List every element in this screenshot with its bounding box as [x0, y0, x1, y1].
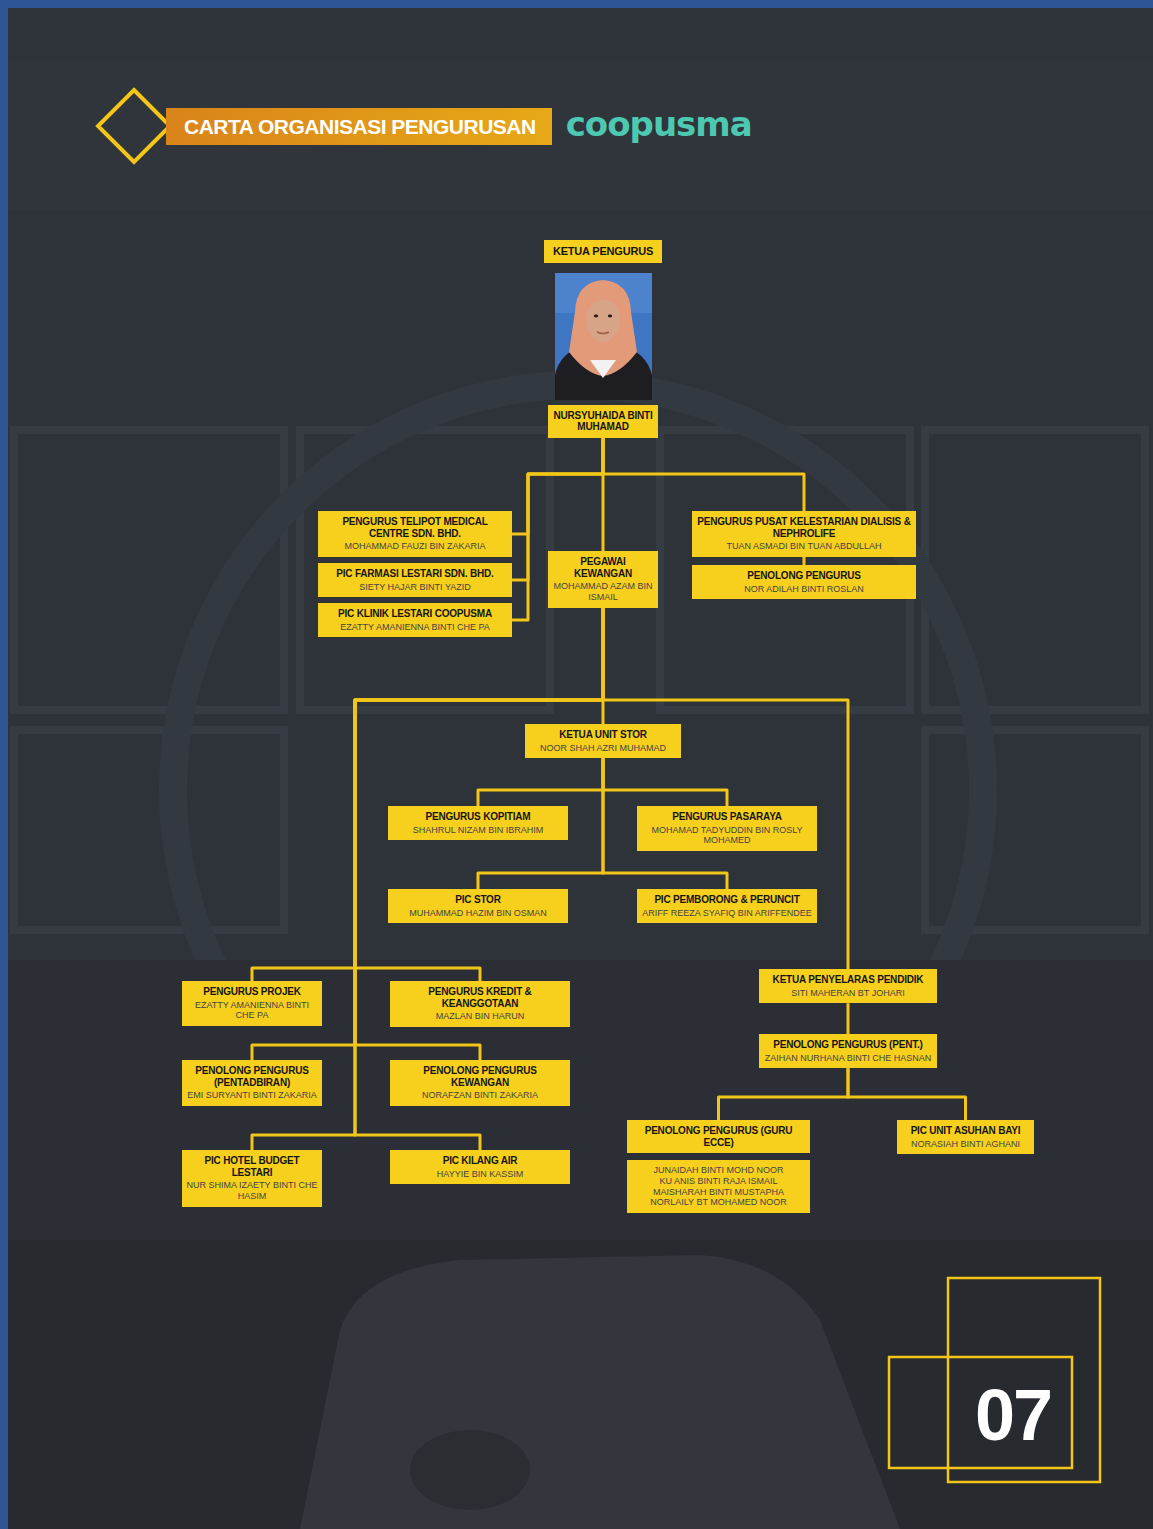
role-group-node: PENOLONG PENGURUS (GURU ECCE) JUNAIDAH BI…: [627, 1120, 810, 1213]
role-title: KETUA PENGURUS: [548, 245, 658, 258]
logo-text: coopusma: [566, 104, 752, 145]
org-connector: [252, 608, 603, 981]
person-name: EZATTY AMANIENNA BINTI CHE PA: [322, 622, 508, 633]
person-name: EMI SURYANTI BINTI ZAKARIA: [186, 1090, 318, 1101]
role-box: PENOLONG PENGURUS KEWANGAN NORAFZAN BINTI…: [390, 1060, 570, 1106]
person-name: ZAIHAN NURHANA BINTI CHE HASNAN: [763, 1053, 933, 1064]
org-connector: [355, 608, 603, 981]
role-box: PIC STOR MUHAMMAD HAZIM BIN OSMAN: [388, 889, 568, 923]
person-name: MAZLAN BIN HARUN: [394, 1011, 566, 1022]
role-title: PIC FARMASI LESTARI SDN. BHD.: [322, 568, 508, 580]
person-name: MOHAMMAD FAUZI BIN ZAKARIA: [322, 541, 508, 552]
role-box: PENGURUS PUSAT KELESTARIAN DIALISIS & NE…: [692, 511, 916, 557]
role-title: PENGURUS PASARAYA: [641, 811, 813, 823]
role-box: PIC KLINIK LESTARI COOPUSMA EZATTY AMANIE…: [318, 603, 512, 637]
role-box: PENGURUS KREDIT & KEANGGOTAAN MAZLAN BIN …: [390, 981, 570, 1027]
page-number-frame: [889, 1278, 1100, 1482]
role-title: PENGURUS PROJEK: [186, 986, 318, 998]
person-name: NUR SHIMA IZAETY BINTI CHE HASIM: [186, 1180, 318, 1202]
role-box: PENGURUS PROJEK EZATTY AMANIENNA BINTI CH…: [182, 981, 322, 1026]
role-title: PIC KILANG AIR: [394, 1155, 566, 1167]
role-title: PENOLONG PENGURUS (GURU ECCE): [631, 1125, 806, 1148]
role-title: PIC UNIT ASUHAN BAYI: [901, 1125, 1030, 1137]
role-box: KETUA UNIT STOR NOOR SHAH AZRI MUHAMAD: [525, 724, 681, 758]
role-box: PIC HOTEL BUDGET LESTARINUR SHIMA IZAETY…: [182, 1150, 322, 1207]
role-title: PIC KLINIK LESTARI COOPUSMA: [322, 608, 508, 620]
role-title: PENOLONG PENGURUS: [696, 570, 912, 582]
title-tab: KETUA PENGURUS: [544, 240, 662, 263]
person-name: NURSYUHAIDA BINTI MUHAMAD: [552, 410, 654, 433]
org-connector: [512, 438, 603, 534]
page-number: 07: [975, 1372, 1051, 1458]
title-band: CARTA ORGANISASI PENGURUSAN: [166, 108, 552, 145]
org-connector: [603, 608, 848, 969]
person-name: SHAHRUL NIZAM BIN IBRAHIM: [392, 825, 564, 836]
role-title: KETUA UNIT STOR: [529, 729, 677, 741]
org-connector: [848, 1068, 966, 1120]
role-title: PENGURUS KREDIT & KEANGGOTAAN: [394, 986, 566, 1009]
role-title: PENOLONG PENGURUS KEWANGAN: [394, 1065, 566, 1088]
person-name: NOOR SHAH AZRI MUHAMAD: [529, 743, 677, 754]
role-title: PEGAWAI KEWANGAN: [552, 556, 654, 579]
person-name: KU ANIS BINTI RAJA ISMAIL: [631, 1176, 806, 1187]
role-title: PIC STOR: [392, 894, 564, 906]
role-title: PENGURUS PUSAT KELESTARIAN DIALISIS & NE…: [696, 516, 912, 539]
org-connector: [355, 608, 603, 1150]
chart-title: CARTA ORGANISASI PENGURUSAN: [184, 116, 536, 137]
org-connector: [803, 557, 806, 565]
person-name: SITI MAHERAN BT JOHARI: [763, 988, 933, 999]
org-connector: [355, 608, 603, 1060]
role-box: PENOLONG PENGURUS (PENT.) ZAIHAN NURHANA …: [759, 1034, 937, 1068]
person-name: JUNAIDAH BINTI MOHD NOOR: [631, 1165, 806, 1176]
role-box: PEGAWAI KEWANGANMOHAMMAD AZAM BIN ISMAIL: [548, 551, 658, 608]
person-name: MOHAMAD TADYUDDIN BIN ROSLY MOHAMED: [641, 825, 813, 847]
person-name: NORLAILY BT MOHAMED NOOR: [631, 1197, 806, 1208]
chairperson-node: KETUA PENGURUS NURSYUHAIDA BINTI MUHAMAD: [544, 240, 662, 438]
portrait-photo: [555, 273, 652, 400]
role-title: KETUA PENYELARAS PENDIDIK: [763, 974, 933, 986]
role-title: PIC HOTEL BUDGET LESTARI: [186, 1155, 318, 1178]
role-box: PENOLONG PENGURUS (PENTADBIRAN) EMI SURYA…: [182, 1060, 322, 1106]
role-heading-box: PENOLONG PENGURUS (GURU ECCE): [627, 1120, 810, 1153]
role-title: PENOLONG PENGURUS (PENTADBIRAN): [186, 1065, 318, 1088]
role-title: PENOLONG PENGURUS (PENT.): [763, 1039, 933, 1051]
role-title: PENGURUS TELIPOT MEDICAL CENTRE SDN. BHD…: [322, 516, 508, 539]
role-box: PENOLONG PENGURUS NOR ADILAH BINTI ROSLAN: [692, 565, 916, 599]
role-box: PENGURUS PASARAYA MOHAMAD TADYUDDIN BIN R…: [637, 806, 817, 851]
role-title: PENGURUS KOPITIAM: [392, 811, 564, 823]
role-box: KETUA PENYELARAS PENDIDIK SITI MAHERAN BT…: [759, 969, 937, 1003]
org-connector: [603, 438, 804, 511]
person-name: TUAN ASMADI BIN TUAN ABDULLAH: [696, 541, 912, 552]
person-name: SIETY HAJAR BINTI YAZID: [322, 582, 508, 593]
role-title: PIC PEMBORONG & PERUNCIT: [641, 894, 813, 906]
role-box: PENGURUS TELIPOT MEDICAL CENTRE SDN. BHD…: [318, 511, 512, 557]
org-connector: [478, 758, 603, 806]
person-name: NOR ADILAH BINTI ROSLAN: [696, 584, 912, 595]
org-connector: [847, 1003, 850, 1034]
title-diamond: [98, 90, 170, 162]
org-connector: [603, 758, 727, 806]
person-name: NORAFZAN BINTI ZAKARIA: [394, 1090, 566, 1101]
role-box: PIC PEMBORONG & PERUNCIT ARIFF REEZA SYAF…: [637, 889, 817, 923]
person-name: ARIFF REEZA SYAFIQ BIN ARIFFENDEE: [641, 908, 813, 919]
role-box: PIC FARMASI LESTARI SDN. BHD. SIETY HAJAR…: [318, 563, 512, 597]
org-connector: [719, 1068, 849, 1120]
role-box: PIC KILANG AIR HAYYIE BIN KASSIM: [390, 1150, 570, 1184]
name-list-box: JUNAIDAH BINTI MOHD NOORKU ANIS BINTI RA…: [627, 1160, 810, 1213]
role-box: PENGURUS KOPITIAM SHAHRUL NIZAM BIN IBRAH…: [388, 806, 568, 840]
person-name: HAYYIE BIN KASSIM: [394, 1169, 566, 1180]
person-name: MOHAMMAD AZAM BIN ISMAIL: [552, 581, 654, 603]
person-name: EZATTY AMANIENNA BINTI CHE PA: [186, 1000, 318, 1022]
role-box: PIC UNIT ASUHAN BAYI NORASIAH BINTI AGHAN…: [897, 1120, 1034, 1154]
person-name: NORASIAH BINTI AGHANI: [901, 1139, 1030, 1150]
person-name: MAISHARAH BINTI MUSTAPHA: [631, 1187, 806, 1198]
person-name: MUHAMMAD HAZIM BIN OSMAN: [392, 908, 564, 919]
name-box: NURSYUHAIDA BINTI MUHAMAD: [548, 405, 658, 438]
